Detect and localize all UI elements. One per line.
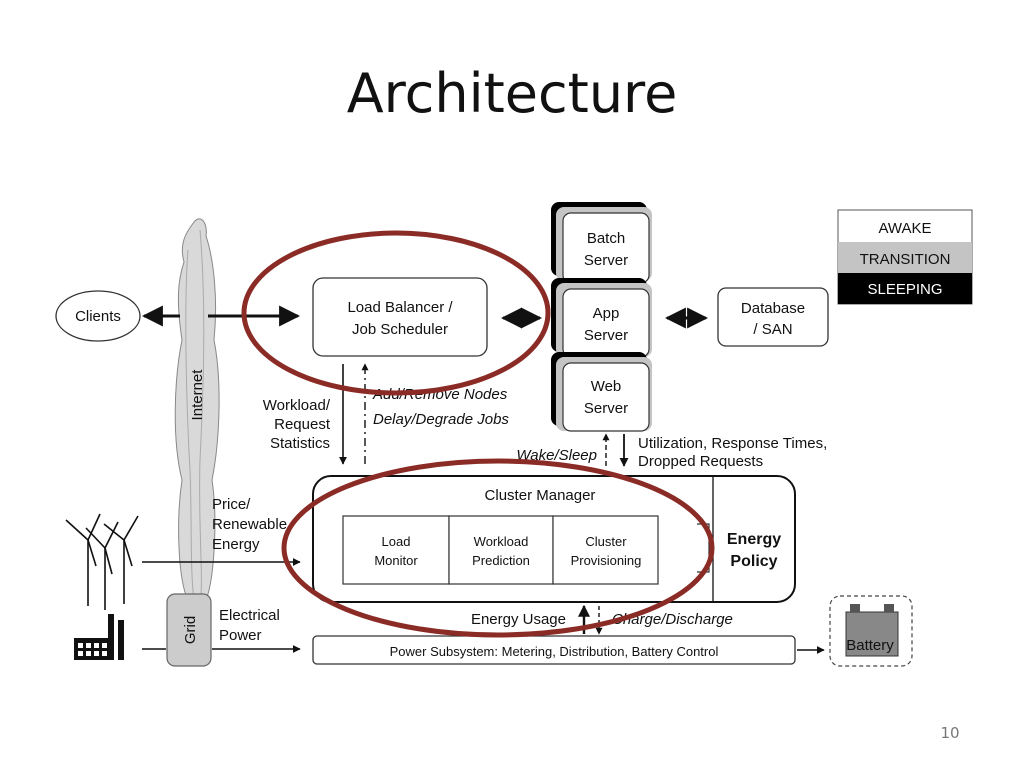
load-monitor-2: Monitor — [374, 553, 418, 568]
web-label-1: Web — [591, 378, 622, 395]
price-label-1: Price/ — [212, 496, 251, 513]
electrical-label-2: Power — [219, 627, 262, 644]
cluster-provisioning-1: Cluster — [585, 534, 627, 549]
cluster-highlight-ellipse — [281, 458, 715, 638]
db-label-1: Database — [741, 300, 805, 317]
wake-sleep-label: Wake/Sleep — [516, 447, 597, 464]
web-label-2: Server — [584, 400, 628, 417]
battery-label: Battery — [846, 637, 894, 654]
utilization-label-2: Dropped Requests — [638, 453, 763, 470]
energy-usage-label: Energy Usage — [471, 611, 566, 628]
internet-label: Internet — [189, 369, 206, 421]
workload-stats-2: Request — [274, 416, 331, 433]
factory-icon — [74, 614, 124, 660]
energy-policy-2: Policy — [730, 553, 777, 570]
load-balancer-node: Load Balancer / Job Scheduler — [312, 277, 488, 357]
slide-title: Architecture — [346, 62, 678, 125]
lb-label-2: Job Scheduler — [352, 321, 448, 338]
app-label-1: App — [593, 305, 620, 322]
page-number: 10 — [940, 724, 960, 742]
clients-node: Clients — [55, 290, 141, 342]
app-label-2: Server — [584, 327, 628, 344]
batch-label-1: Batch — [587, 230, 625, 247]
legend-transition: TRANSITION — [860, 251, 951, 268]
price-label-3: Energy — [212, 536, 260, 553]
state-legend: AWAKE TRANSITION SLEEPING — [837, 209, 973, 305]
cluster-manager-label: Cluster Manager — [485, 487, 596, 504]
charge-discharge-label: Charge/Discharge — [612, 611, 733, 628]
grid-node: Grid — [166, 593, 212, 667]
grid-label: Grid — [182, 616, 199, 644]
app-server-stack: App Server — [551, 278, 652, 358]
add-remove-label: Add/Remove Nodes — [372, 386, 508, 403]
database-node: Database / SAN — [717, 287, 829, 347]
batch-label-2: Server — [584, 252, 628, 269]
lb-label-1: Load Balancer / — [347, 299, 453, 316]
workload-prediction-2: Prediction — [472, 553, 530, 568]
energy-policy-1: Energy — [727, 531, 781, 548]
battery-icon — [845, 604, 899, 657]
batch-server-stack: Batch Server — [551, 202, 652, 284]
load-monitor-1: Load — [382, 534, 411, 549]
workload-stats-1: Workload/ — [263, 397, 331, 414]
price-label-2: Renewable — [212, 516, 287, 533]
legend-awake: AWAKE — [878, 220, 931, 237]
workload-stats-3: Statistics — [270, 435, 330, 452]
legend-sleeping: SLEEPING — [867, 281, 942, 298]
utilization-label-1: Utilization, Response Times, — [638, 435, 827, 452]
db-label-2: / SAN — [753, 321, 792, 338]
battery-node: Battery — [829, 595, 913, 667]
cluster-manager-node: Cluster Manager Load Monitor Workload Pr… — [312, 475, 796, 603]
workload-prediction-1: Workload — [474, 534, 529, 549]
wind-turbine-icon — [65, 513, 139, 610]
delay-degrade-label: Delay/Degrade Jobs — [373, 411, 509, 428]
web-server-stack: Web Server — [551, 352, 652, 432]
cluster-provisioning-2: Provisioning — [571, 553, 642, 568]
electrical-label-1: Electrical — [219, 607, 280, 624]
power-subsystem-label: Power Subsystem: Metering, Distribution,… — [390, 644, 719, 659]
power-subsystem-node: Power Subsystem: Metering, Distribution,… — [312, 635, 796, 665]
lb-highlight-ellipse — [241, 230, 551, 396]
clients-label: Clients — [75, 308, 121, 325]
